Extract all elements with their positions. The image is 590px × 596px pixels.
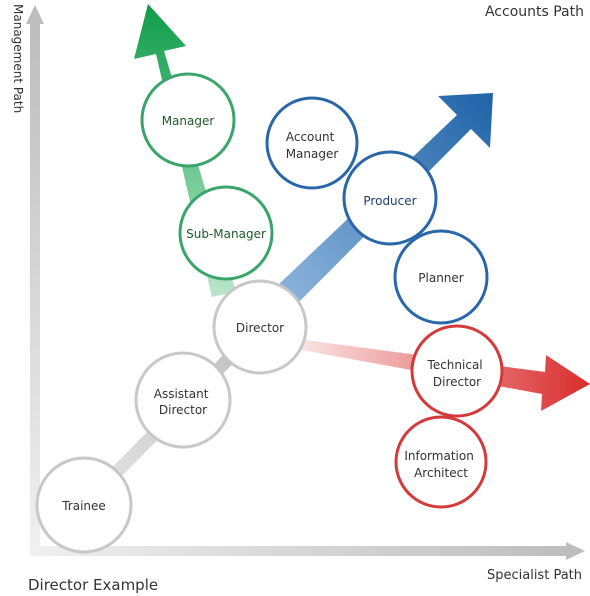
node-sub-manager: Sub-Manager xyxy=(178,185,274,281)
vertical-axis-arrowhead xyxy=(26,5,44,24)
node-planner-label: Planner xyxy=(418,271,464,285)
node-technical-director-label: Technical Director xyxy=(427,358,487,389)
node-information-architect-label: Information Architect xyxy=(404,449,477,480)
node-technical-director: Technical Director xyxy=(410,324,504,418)
management-path-label: Management Path xyxy=(11,4,25,113)
node-director: Director xyxy=(212,279,308,375)
horizontal-axis-arrowhead xyxy=(566,542,585,560)
footer-title: Director Example xyxy=(28,576,159,594)
node-planner: Planner xyxy=(393,229,489,325)
node-account-manager-label: Account Manager xyxy=(286,130,339,161)
node-trainee: Trainee xyxy=(35,456,133,554)
node-director-label: Director xyxy=(236,321,284,335)
specialist-path-arrow xyxy=(258,334,590,411)
vertical-axis-bar xyxy=(30,22,40,550)
node-information-architect: Information Architect xyxy=(394,415,488,509)
node-producer-label: Producer xyxy=(363,194,416,208)
node-trainee-label: Trainee xyxy=(61,499,106,513)
node-sub-manager-label: Sub-Manager xyxy=(186,227,266,241)
node-manager: Manager xyxy=(140,72,236,168)
node-account-manager: Account Manager xyxy=(265,96,359,190)
node-assistant-director-label: Assistant Director xyxy=(154,387,213,417)
accounts-path-label: Accounts Path xyxy=(484,4,584,20)
node-producer: Producer xyxy=(342,150,438,246)
horizontal-axis-bar xyxy=(30,546,570,556)
node-assistant-director: Assistant Director xyxy=(134,351,232,449)
node-manager-label: Manager xyxy=(162,114,215,128)
specialist-path-label: Specialist Path xyxy=(486,568,582,583)
